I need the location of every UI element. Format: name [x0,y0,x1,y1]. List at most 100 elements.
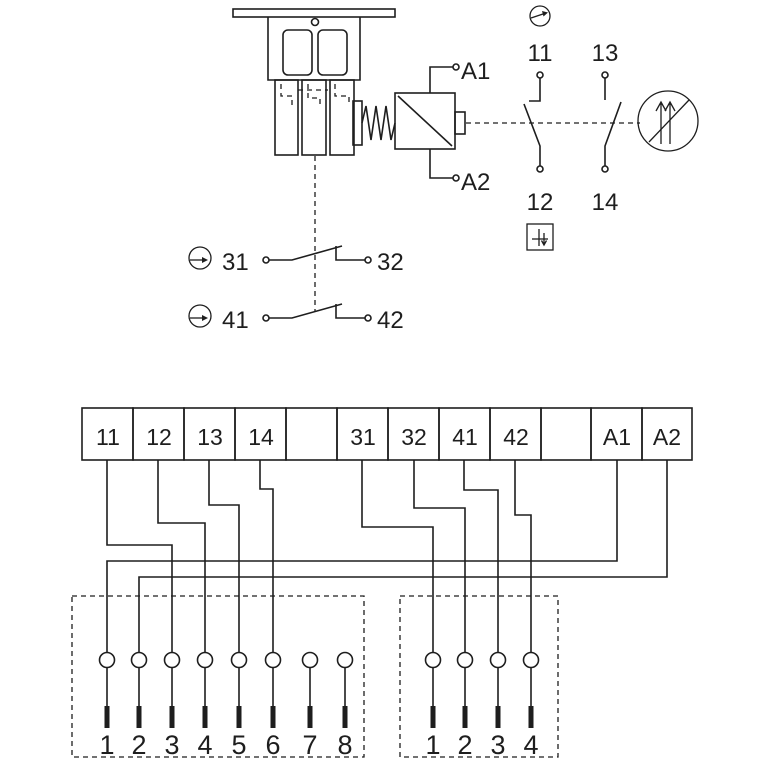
pin-number: 2 [131,730,146,760]
wire-41-to-right-pin-3 [463,460,499,652]
mounting-screw [310,17,320,27]
pin-socket [163,651,181,669]
terminal-label: 42 [503,424,529,450]
pin-number: 2 [457,730,472,760]
pin-socket [336,651,354,669]
connector-right-outline [399,595,559,758]
not-manually-operable-icon [637,90,699,152]
contact-block-2 [301,79,327,156]
wiring [106,460,668,652]
wire-12-to-left-pin-4 [157,460,206,652]
wire-32-to-right-pin-2 [413,460,466,652]
wire-31-to-right-pin-1 [361,460,434,652]
contact-31-32 [262,245,372,264]
connector-right-pins: 1 2 3 4 [424,651,540,760]
coil-terminal-a1 [452,63,460,71]
moving-contact-41 [269,303,343,319]
fixed-contact-42 [335,304,365,319]
pin-socket [522,651,540,669]
fixed-contact-11 [529,78,541,102]
pin-socket [489,651,507,669]
pin-contact [270,706,276,728]
wire-a1-to-left-pin-1 [106,460,618,652]
pin-contact [462,706,468,728]
contact-label-11: 11 [528,40,553,67]
pin-socket [301,651,319,669]
connector-pin: 3 [489,651,507,760]
terminal-label: 31 [350,424,376,450]
pin-contact [430,706,436,728]
wire-13-to-left-pin-5 [208,460,240,652]
contact-label-41: 41 [222,307,249,334]
connector-pin: 2 [456,651,474,760]
terminal-label: 11 [96,424,120,450]
pin-number: 6 [265,730,280,760]
contact-block-1 [274,79,299,156]
contact-41-42 [262,303,372,322]
positive-opening-icon [188,304,212,328]
pin-socket [264,651,282,669]
pin-socket [424,651,442,669]
terminal-label: A1 [603,424,631,450]
terminal-block [81,407,693,461]
solenoid-plunger-end [454,111,466,135]
contact-label-42: 42 [377,307,404,334]
pin-contact [307,706,313,728]
terminal-label: 12 [146,424,172,450]
pin-socket [98,651,116,669]
terminal-dot-32 [364,256,372,264]
contact-label-14: 14 [592,189,619,216]
fixed-contact-32 [335,246,365,261]
terminal-dot-13 [601,71,609,79]
pin-number: 4 [523,730,538,760]
contact-label-13: 13 [592,40,619,67]
contact-label-31: 31 [222,249,249,276]
wire-11-to-left-pin-3 [106,460,173,652]
pin-number: 5 [231,730,246,760]
moving-contact-14 [604,101,622,166]
moving-contact-31 [269,245,343,261]
pin-number: 3 [490,730,505,760]
solenoid-diagonal [397,95,453,147]
contact-13-14 [601,71,622,173]
connector-pin: 1 [98,651,116,760]
pin-socket [130,651,148,669]
wire-a2-to-left-pin-2 [138,460,668,652]
connector-pin: 7 [301,651,319,760]
pin-contact [136,706,142,728]
hidden-cam-outline [280,84,350,108]
pin-socket [456,651,474,669]
terminal-spare [540,407,592,461]
terminal-dot-31 [262,256,270,264]
mounting-plate [232,8,396,18]
coil-label-a2: A2 [461,169,490,196]
positive-opening-icon [529,5,551,27]
terminal-spare [285,407,338,461]
connector-pin: 1 [424,651,442,760]
contact-11-12 [523,71,544,173]
terminal-label: 41 [452,424,478,450]
pin-socket [196,651,214,669]
connector-pin: 3 [163,651,181,760]
pin-contact [342,706,348,728]
pin-contact [528,706,534,728]
switch-mechanism [232,8,640,312]
pin-contact [104,706,110,728]
contact-label-32: 32 [377,249,404,276]
connector-pin: 5 [230,651,248,760]
coil-terminal-a2 [452,174,460,182]
pin-contact [202,706,208,728]
contact-block-3 [329,79,355,156]
terminal-label: A2 [653,424,681,450]
pin-number: 1 [99,730,114,760]
connector-pin: 4 [522,651,540,760]
coil-label-a1: A1 [461,58,490,85]
pin-contact [495,706,501,728]
pin-number: 7 [302,730,317,760]
actuator-slot-right [317,29,348,76]
pin-number: 3 [164,730,179,760]
terminal-dot-11 [536,71,544,79]
pin-number: 1 [425,730,440,760]
terminal-label: 13 [197,424,223,450]
